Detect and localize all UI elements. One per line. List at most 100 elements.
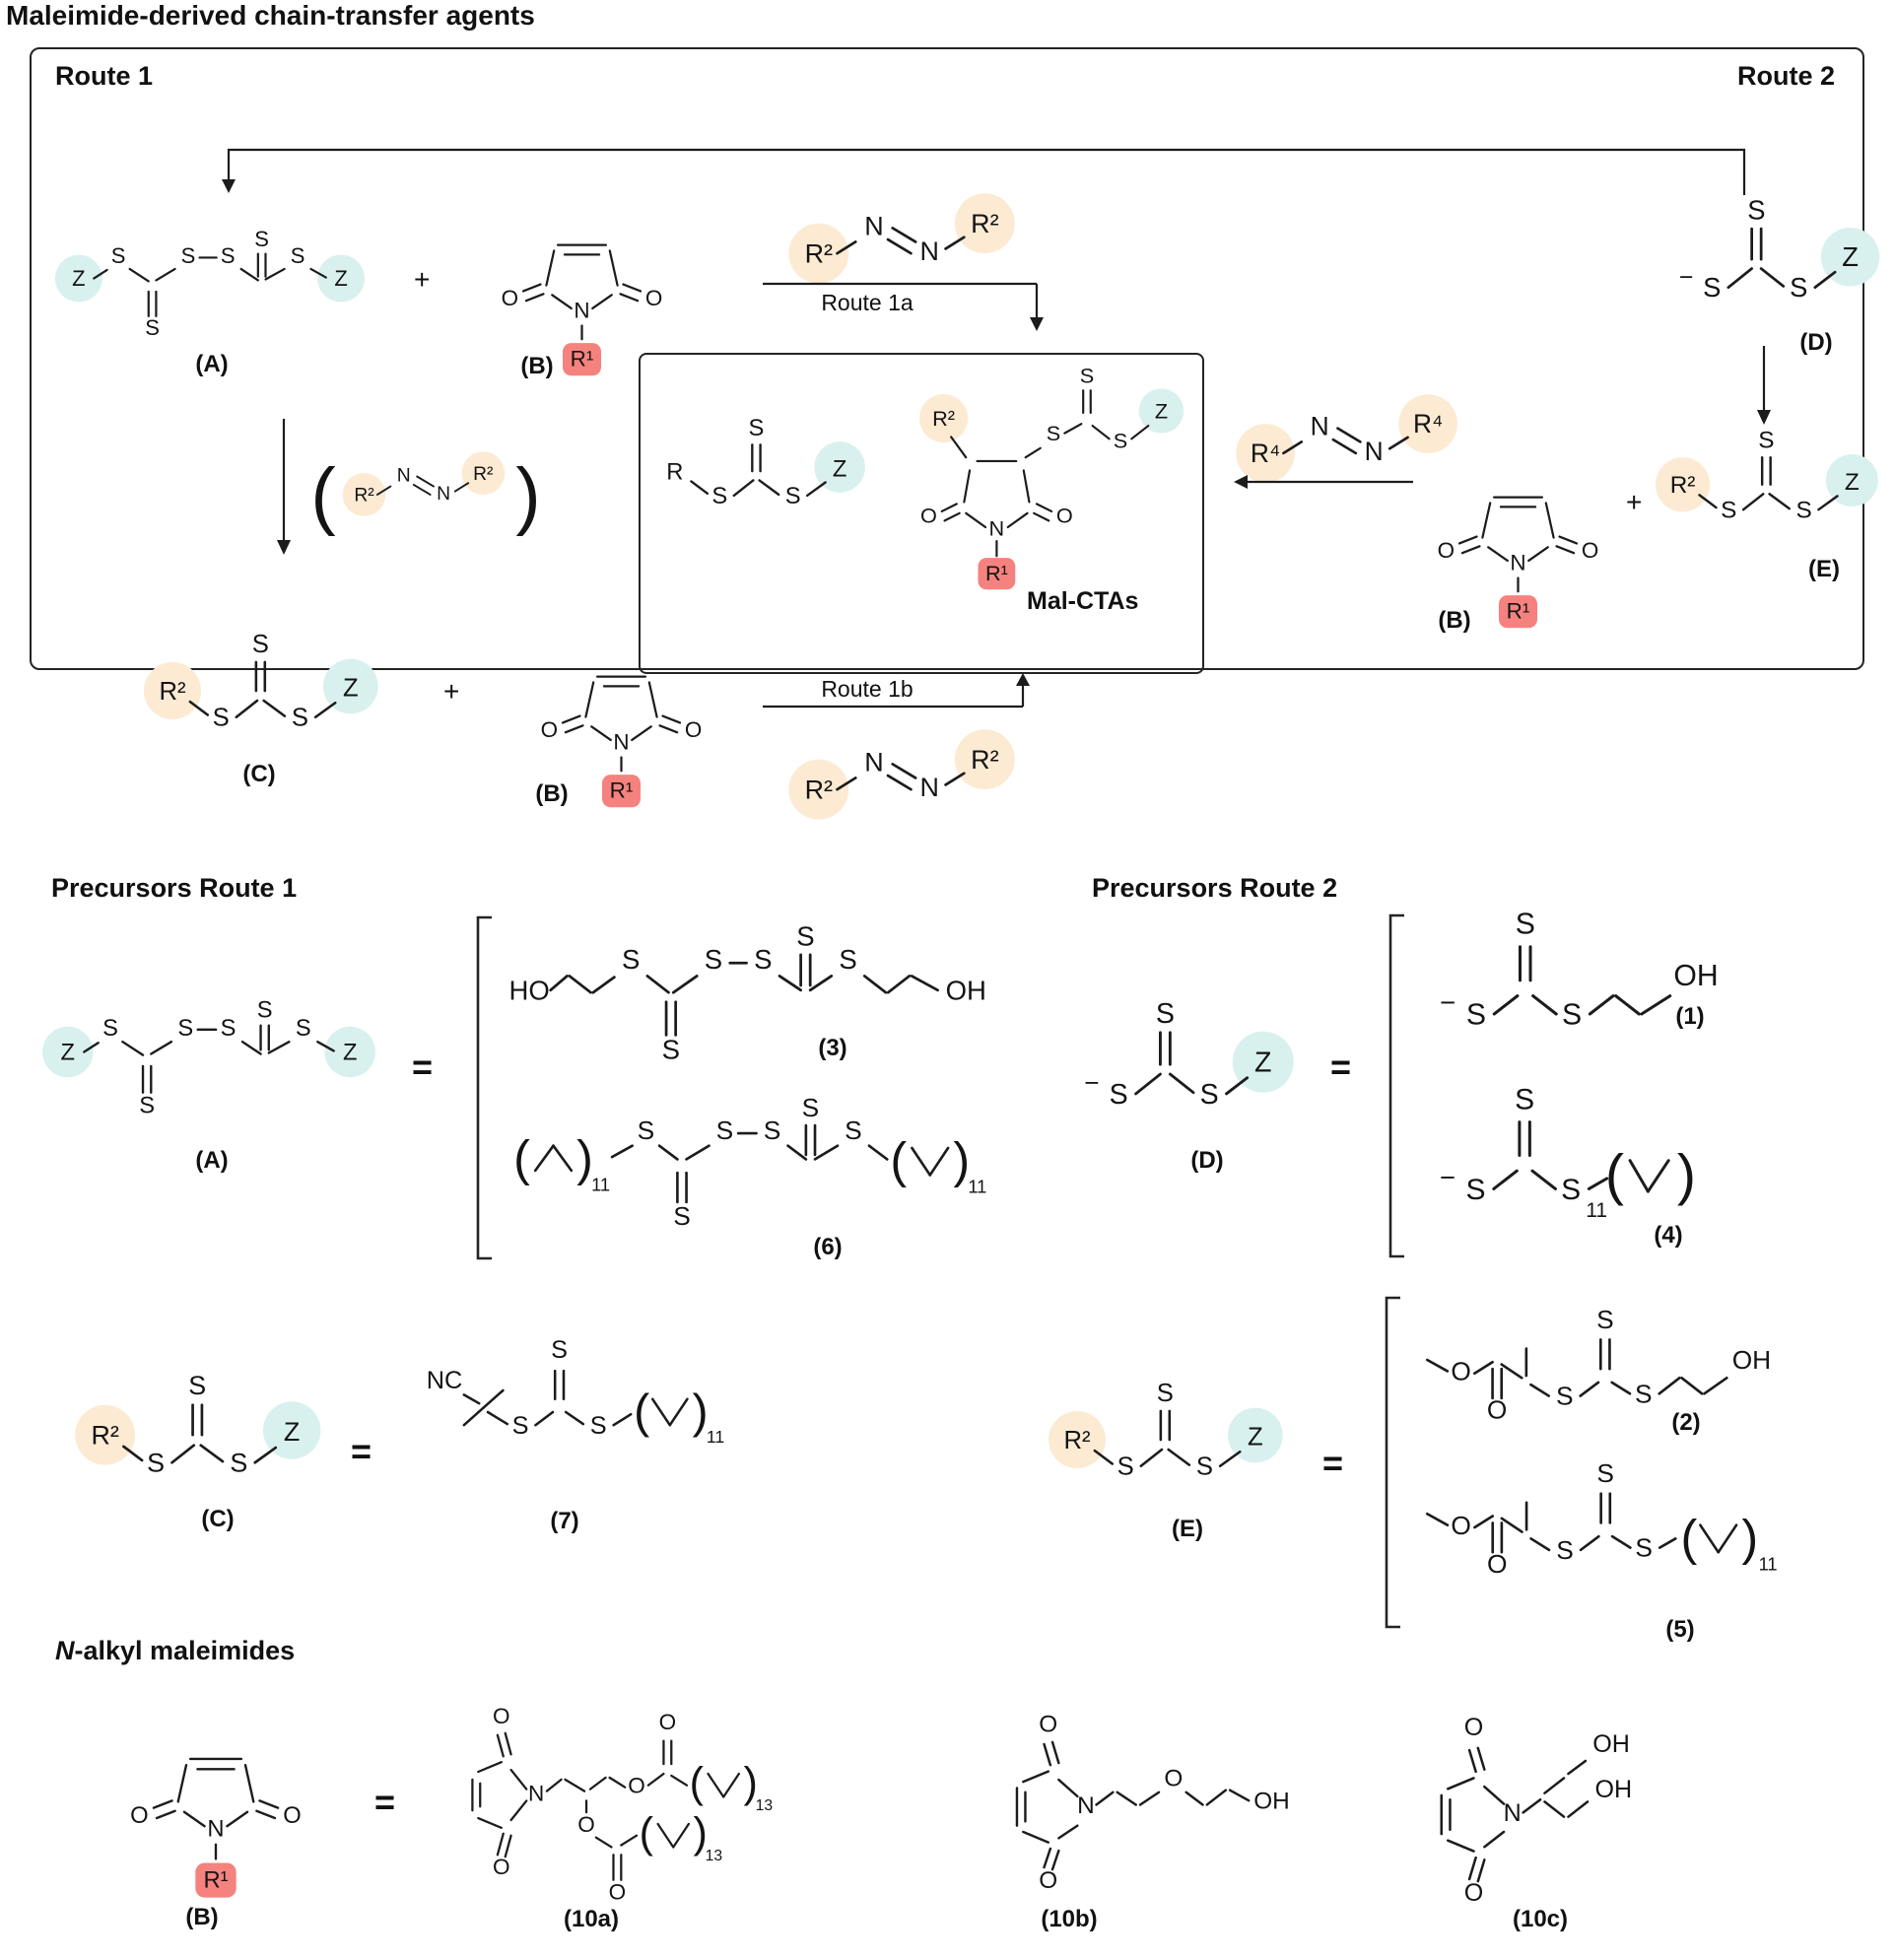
n-alkyl-maleimides-header: N-alkyl maleimides (55, 1636, 295, 1666)
group-oh: OH (1253, 1789, 1290, 1815)
label-c: (C) (201, 1506, 235, 1532)
atom-sulfur: S (1515, 1084, 1534, 1116)
structure-d (1677, 193, 1881, 304)
label-b: (B) (520, 353, 554, 379)
structure-4: − S S S 11 ( ) (1440, 1084, 1696, 1223)
equals-sign: = (351, 1431, 372, 1471)
bracket-left (1385, 1296, 1400, 1629)
header-italic-n: N (55, 1636, 75, 1665)
route2-label: Route 2 (1736, 61, 1835, 91)
atom-sulfur: S (590, 1412, 607, 1440)
atom-oxygen: O (1164, 1765, 1183, 1791)
structure-r-trithiocarbonate (665, 414, 867, 511)
bonds (1492, 945, 1672, 1016)
bonds (1440, 1746, 1590, 1883)
group-z: Z (1155, 399, 1168, 424)
label-10b: (10b) (1041, 1906, 1098, 1932)
label-a: (A) (195, 1147, 229, 1174)
label-2: (2) (1671, 1409, 1701, 1436)
bonds (1015, 1740, 1251, 1871)
plus-sign: + (443, 676, 460, 707)
structure-e-precursor (1049, 1378, 1285, 1482)
paren-right: ) (1741, 1509, 1758, 1565)
paren-left: ( (640, 1809, 654, 1857)
paren-left: ( (513, 1129, 530, 1185)
header-rest: -alkyl maleimides (74, 1636, 296, 1665)
structure-a-precursor (41, 996, 376, 1120)
plus-sign: + (414, 264, 431, 295)
atom-sulfur: S (673, 1201, 691, 1231)
structure-mal-cta-product: R² O O N S S S Z R¹ (919, 364, 1184, 590)
structure-a (54, 225, 366, 342)
route1b-label: Route 1b (821, 676, 914, 702)
group-oh: OH (1673, 960, 1718, 992)
atom-sulfur: S (551, 1336, 568, 1364)
arrow-a-to-c (277, 419, 291, 555)
main-scheme-box (30, 47, 1864, 670)
label-10c: (10c) (1512, 1906, 1569, 1932)
atom-sulfur: S (512, 1412, 529, 1440)
label-d: (D) (1799, 329, 1833, 356)
top-connector-arrow (222, 148, 1746, 195)
atom-sulfur: S (845, 1115, 862, 1145)
atom-oxygen: O (659, 1710, 677, 1734)
atom-oxygen: O (1451, 1511, 1470, 1540)
label-e: (E) (1808, 556, 1840, 582)
arrow-d-to-e (1757, 346, 1771, 425)
precursors-route2-header: Precursors Route 2 (1092, 873, 1338, 903)
group-oh: OH (1732, 1345, 1771, 1375)
atom-sulfur: S (1466, 1174, 1486, 1206)
paren-left: ( (310, 453, 335, 537)
atom-nitrogen: N (1504, 1799, 1522, 1827)
r2-highlight (919, 393, 969, 443)
label-a: (A) (195, 351, 229, 377)
atom-nitrogen: N (1077, 1792, 1095, 1819)
structure-10c: O O N OH OH (1440, 1714, 1632, 1907)
atom-oxygen: O (493, 1855, 510, 1879)
equals-sign: = (1330, 1047, 1352, 1087)
structure-10a: O O N O O ( ) 13 O O ( ) 13 (471, 1704, 774, 1904)
route1-label: Route 1 (55, 61, 154, 91)
arrowhead-down (277, 540, 291, 555)
structure-1: − S S S OH (1440, 909, 1719, 1032)
paren-right: ) (576, 1129, 593, 1185)
subscript-11: 11 (1586, 1199, 1607, 1222)
atom-sulfur: S (1556, 1382, 1574, 1411)
atom-sulfur: S (1561, 1174, 1581, 1206)
atom-oxygen: O (1039, 1711, 1057, 1737)
label-c: (C) (242, 761, 276, 787)
atom-oxygen: O (1464, 1714, 1484, 1741)
paren-right: ) (743, 1759, 757, 1806)
paren-right: ) (694, 1809, 708, 1857)
structure-c-precursor (75, 1369, 322, 1479)
label-e: (E) (1172, 1516, 1203, 1542)
label-b: (B) (535, 780, 569, 807)
arrowhead-down (1030, 317, 1044, 331)
subscript-13: 13 (756, 1797, 774, 1814)
bonds (940, 389, 1150, 558)
plus-sign: + (1626, 487, 1643, 517)
atom-sulfur: S (754, 944, 772, 975)
atom-nitrogen: N (989, 515, 1005, 540)
atom-oxygen: O (1056, 503, 1073, 527)
atom-sulfur: S (839, 944, 856, 975)
atom-oxygen: O (920, 503, 937, 527)
atom-sulfur: S (1596, 1458, 1614, 1488)
azo-initiator-r2-parenthesized: ( ) (310, 451, 541, 537)
paren-left: ( (690, 1759, 705, 1806)
group-oh: OH (946, 975, 986, 1005)
atom-oxygen: O (1487, 1549, 1507, 1579)
structure-2: O O S S S OH (1425, 1305, 1771, 1424)
mal-ctas-title: Mal-CTAs (1027, 587, 1139, 615)
atom-sulfur: S (764, 1115, 781, 1145)
route1a-label: Route 1a (821, 290, 914, 315)
azo-initiator-r2 (786, 729, 1017, 821)
bonds (462, 1369, 689, 1427)
structure-c (144, 629, 380, 733)
atom-sulfur: S (1080, 364, 1094, 388)
structure-e (1656, 426, 1880, 525)
label-b: (B) (1438, 607, 1471, 634)
atom-oxygen: O (628, 1774, 645, 1798)
atom-oxygen: O (1487, 1394, 1507, 1424)
atom-sulfur: S (705, 944, 722, 975)
